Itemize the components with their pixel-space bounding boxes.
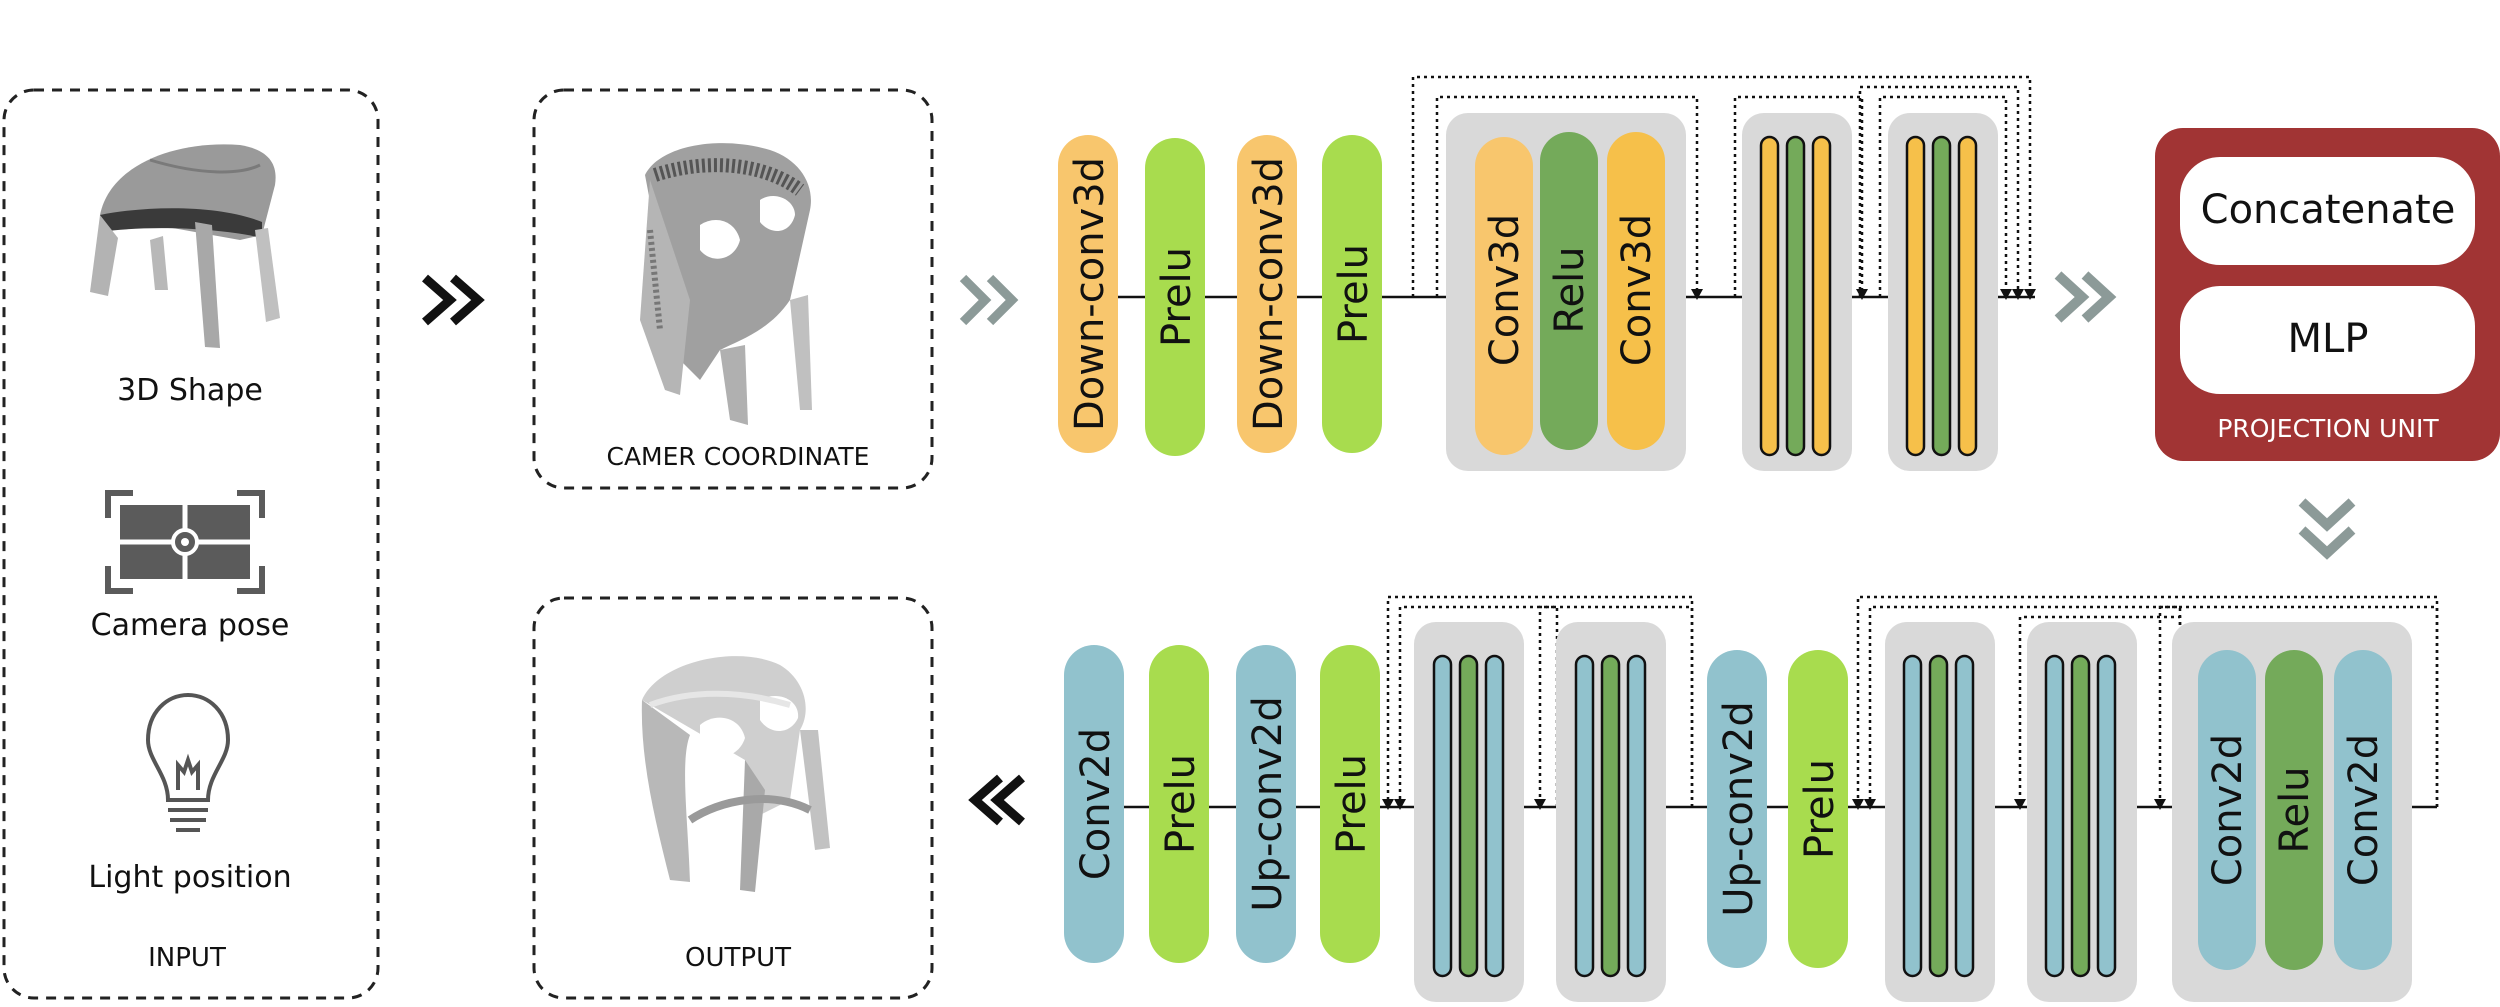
camera-coordinate-panel: CAMER COORDINATE xyxy=(532,88,934,490)
voxel-chair-image xyxy=(640,143,812,425)
decoder-layer-label: Conv2d xyxy=(1073,728,1119,880)
decoder-res-block-collapsed-4 xyxy=(2027,622,2137,1002)
double-chevron-down-gray-icon xyxy=(2298,498,2356,560)
decoder-res-block: Conv2d Relu Conv2d xyxy=(2172,622,2412,1002)
camera-pose-icon xyxy=(105,490,265,594)
projection-unit: Concatenate MLP PROJECTION UNIT xyxy=(2155,128,2500,461)
decoder-res-block-label: Relu xyxy=(2272,766,2318,853)
decoder-layer-label: Up-conv2d xyxy=(1245,696,1291,911)
decoder-row: Conv2d Prelu Up-conv2d Prelu xyxy=(1064,595,2439,1002)
double-chevron-right-gray-icon xyxy=(959,274,1019,326)
decoder-res-block-collapsed-2 xyxy=(1556,622,1666,1002)
output-panel-label: OUTPUT xyxy=(685,943,791,973)
input-item-camera-pose-label: Camera pose xyxy=(91,608,290,643)
encoder-res-block-label: Relu xyxy=(1547,246,1593,333)
input-panel: 3D Shape Camera pose Light position INPU… xyxy=(2,88,380,1000)
input-item-light-position-label: Light position xyxy=(88,860,291,895)
output-panel: OUTPUT xyxy=(532,596,934,1000)
encoder-layer-label: Prelu xyxy=(1154,247,1200,347)
decoder-res-block-collapsed-3 xyxy=(1885,622,1995,1002)
encoder-layer-down-conv3d-1: Down-conv3d xyxy=(1058,135,1118,453)
decoder-layer-up-conv2d-2: Up-conv2d xyxy=(1707,650,1767,968)
encoder-layer-down-conv3d-2: Down-conv3d xyxy=(1237,135,1297,453)
encoder-skip-arrowheads xyxy=(1691,289,2036,300)
double-chevron-right-icon xyxy=(422,274,485,326)
decoder-layer-prelu-1: Prelu xyxy=(1149,645,1209,963)
encoder-res-block-label: Conv3d xyxy=(1482,214,1528,366)
chair-3d-icon xyxy=(90,144,280,348)
encoder-layer-prelu-2: Prelu xyxy=(1322,135,1382,453)
encoder-res-block-collapsed-1 xyxy=(1742,113,1852,471)
encoder-row: Down-conv3d Prelu Down-conv3d Prelu Conv… xyxy=(1058,75,2036,471)
decoder-skip-arrowheads xyxy=(1382,799,2166,810)
encoder-skip-connections xyxy=(1411,75,2032,297)
input-panel-label: INPUT xyxy=(148,943,226,973)
encoder-res-block-collapsed-2 xyxy=(1888,113,1998,471)
decoder-layer-label: Prelu xyxy=(1158,754,1204,854)
projection-unit-label: PROJECTION UNIT xyxy=(2217,414,2439,443)
decoder-layer-label: Prelu xyxy=(1797,759,1843,859)
light-bulb-icon xyxy=(145,692,231,832)
decoder-res-block-collapsed-1 xyxy=(1414,622,1524,1002)
encoder-layer-label: Down-conv3d xyxy=(1067,157,1113,431)
decoder-layer-up-conv2d-1: Up-conv2d xyxy=(1236,645,1296,963)
decoder-layer-label: Prelu xyxy=(1329,754,1375,854)
decoder-layer-label: Up-conv2d xyxy=(1716,701,1762,916)
decoder-layer-conv2d: Conv2d xyxy=(1064,645,1124,963)
input-item-3d-shape-label: 3D Shape xyxy=(117,373,263,408)
encoder-layer-label: Down-conv3d xyxy=(1246,157,1292,431)
encoder-res-block-label: Conv3d xyxy=(1614,214,1660,366)
decoder-res-block-label: Conv2d xyxy=(2341,734,2387,886)
camera-coordinate-label: CAMER COORDINATE xyxy=(607,442,870,471)
encoder-res-block: Conv3d Relu Conv3d xyxy=(1446,113,1686,471)
decoder-layer-prelu-2: Prelu xyxy=(1320,645,1380,963)
encoder-layer-label: Prelu xyxy=(1331,244,1377,344)
projection-block-mlp: MLP xyxy=(2288,316,2369,362)
encoder-layer-prelu-1: Prelu xyxy=(1145,138,1205,456)
decoder-layer-prelu-3: Prelu xyxy=(1788,650,1848,968)
double-chevron-left-icon xyxy=(968,774,1025,826)
projection-block-concatenate: Concatenate xyxy=(2201,187,2456,233)
decoder-res-block-label: Conv2d xyxy=(2205,734,2251,886)
double-chevron-right-gray-icon xyxy=(2054,271,2117,323)
rendered-chair-image xyxy=(641,656,830,892)
